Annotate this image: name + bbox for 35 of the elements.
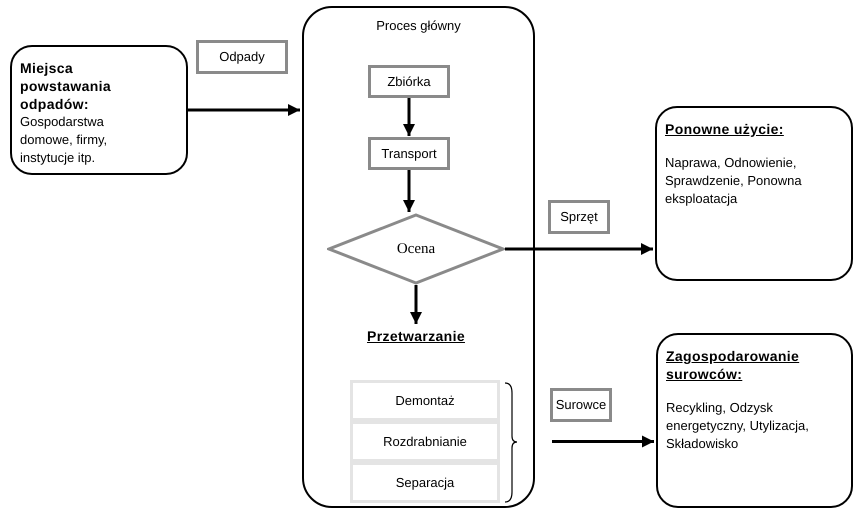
section-heading: Przetwarzanie [362,325,470,347]
box-label: Zbiórka [387,72,431,91]
arrow [552,436,654,448]
box-text: Gospodarstwa domowe, firmy, instytucje itp. [20,113,108,167]
container-title: Proces główny [375,17,462,35]
flow-label-box [548,200,610,234]
box-label: Surowce [556,396,606,414]
box-text: Naprawa, Odnowienie, Sprawdzenie, Ponowna eksploatacja [665,154,803,208]
process-box [368,65,450,98]
arrow [188,104,300,116]
arrow [410,285,422,324]
rounded-box [10,45,188,175]
subprocess-box [350,421,500,462]
box-heading: Miejsca powstawania odpadów: [20,59,112,113]
subprocess-box [350,380,500,421]
flow-label-box [550,388,612,422]
process-box [368,137,450,170]
subprocess-box [350,462,500,503]
box-label: Transport [381,144,437,163]
box-label: Sprzęt [560,208,598,226]
box-label: Demontaż [395,392,455,410]
decision-label: Ocena [396,240,436,259]
arrow [505,243,653,255]
rounded-box [656,333,853,508]
flow-label-box [196,40,288,74]
arrow [403,170,415,212]
process-container [302,6,535,508]
box-label: Odpady [219,48,265,66]
box-label: Rozdrabnianie [383,432,467,451]
box-heading: Zagospodarowanie surowców: [666,347,800,383]
rounded-box [655,106,853,281]
box-heading: Ponowne użycie: [665,120,785,138]
box-text: Recykling, Odzysk energetyczny, Utylizacja, Składowisko [666,399,810,453]
arrow [403,98,415,136]
box-label: Separacja [396,474,454,492]
